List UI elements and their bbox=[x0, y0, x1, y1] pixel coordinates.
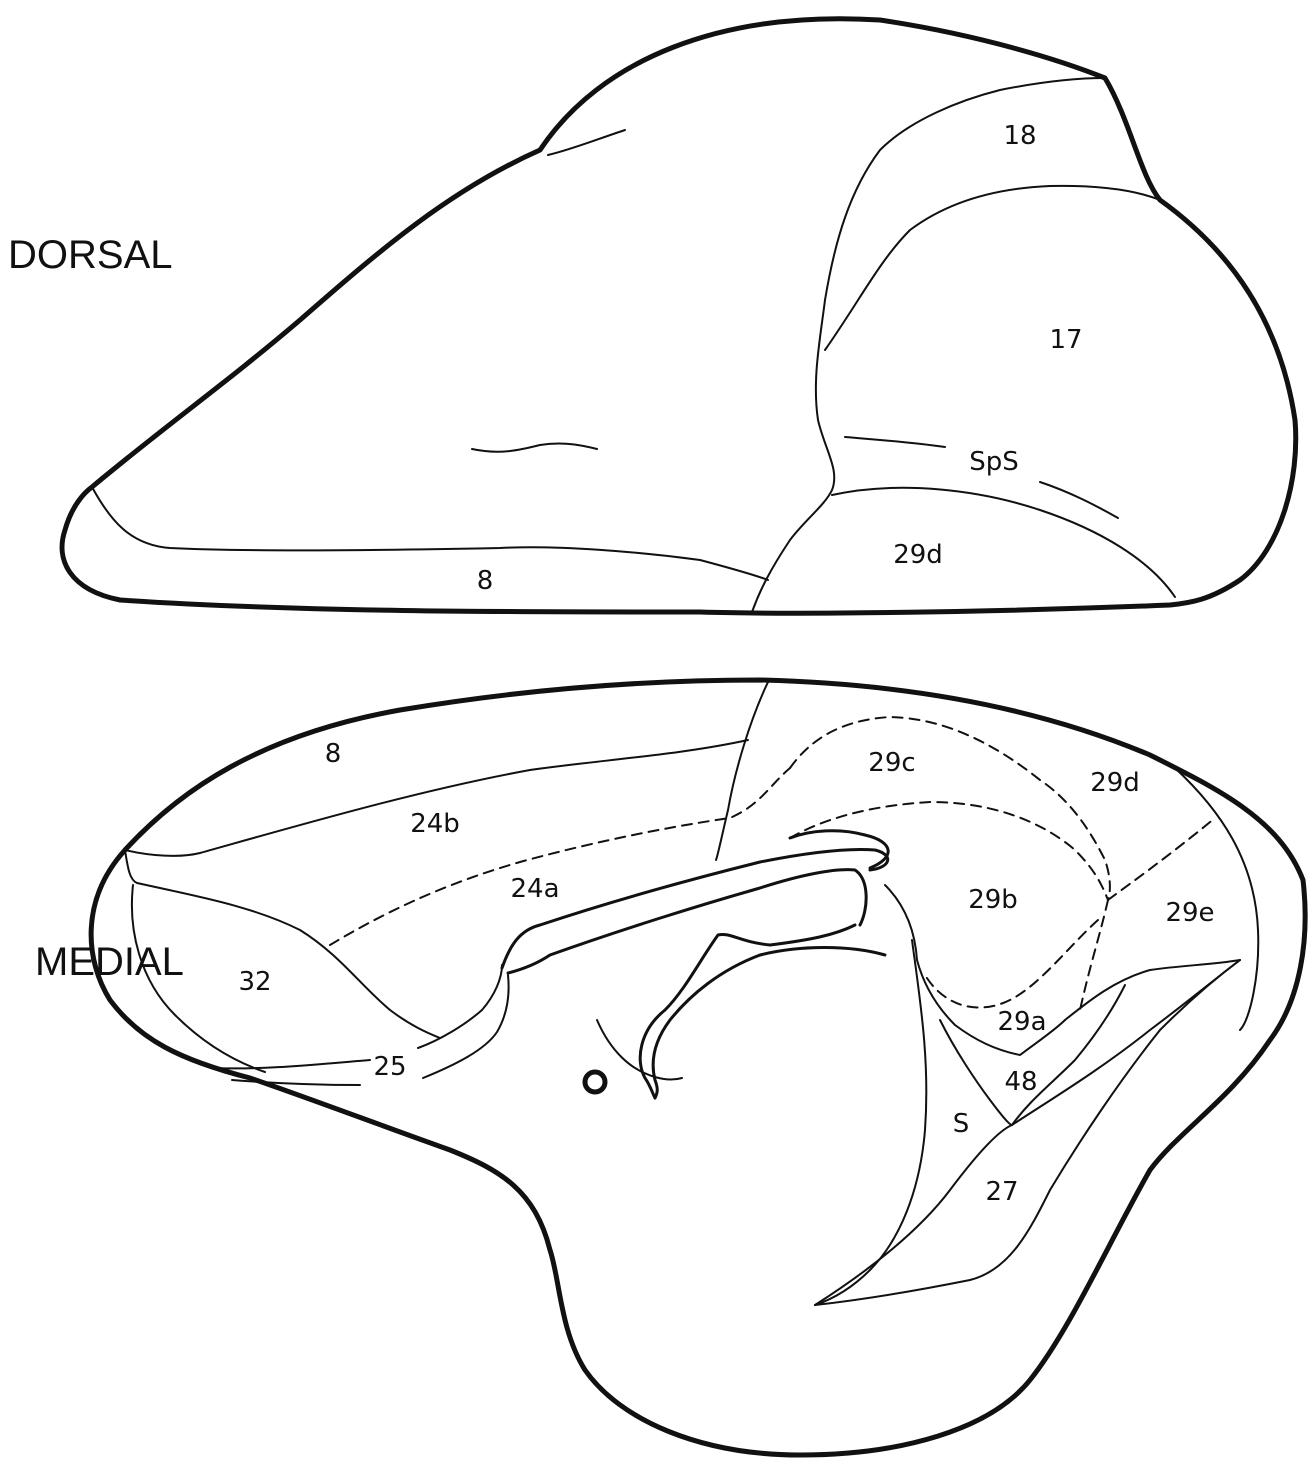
medial-29e-lower-border bbox=[1065, 960, 1240, 1020]
dorsal-outline bbox=[62, 19, 1296, 613]
medial-area-8-label: 8 bbox=[325, 739, 342, 769]
medial-view-label: MEDIAL bbox=[35, 940, 184, 984]
medial-area-25-label: 25 bbox=[373, 1052, 406, 1082]
dorsal-view-label: DORSAL bbox=[8, 233, 173, 277]
medial-area-24a-label: 24a bbox=[510, 874, 559, 904]
medial-area-24b-label: 24b bbox=[410, 809, 460, 839]
medial-posterior-border bbox=[716, 682, 768, 860]
medial-area-29d-label: 29d bbox=[1090, 768, 1140, 798]
dorsal-view bbox=[62, 19, 1296, 613]
dorsal-sulcus-mid bbox=[472, 444, 597, 452]
corpus-callosum-lower bbox=[508, 870, 866, 973]
fornix-outer bbox=[640, 925, 855, 1098]
medial-subiculum-border bbox=[815, 940, 926, 1305]
dorsal-sps-label: SpS bbox=[969, 447, 1019, 477]
medial-29e-dashed-border bbox=[1108, 818, 1215, 900]
medial-area-27-label: 27 bbox=[985, 1177, 1018, 1207]
fornix-inner bbox=[653, 948, 885, 1099]
medial-area-29e-label: 29e bbox=[1165, 898, 1214, 928]
dorsal-area18-border bbox=[825, 186, 1160, 350]
medial-area-32-label: 32 bbox=[238, 967, 271, 997]
medial-29a-dashed-border bbox=[925, 900, 1108, 1010]
dorsal-sulcus-upper bbox=[548, 130, 625, 155]
dorsal-area-29d-label: 29d bbox=[893, 540, 943, 570]
dorsal-sps-sulcus-left bbox=[845, 437, 945, 447]
medial-area-29b-label: 29b bbox=[968, 885, 1018, 915]
dorsal-area8-border bbox=[92, 487, 768, 580]
medial-area25-right-upper bbox=[418, 965, 502, 1048]
dorsal-area-18-label: 18 bbox=[1003, 121, 1036, 151]
medial-29c-dashed-border bbox=[790, 717, 1110, 900]
dorsal-area-17-label: 17 bbox=[1049, 325, 1082, 355]
medial-area-29c-label: 29c bbox=[868, 748, 915, 778]
medial-area-48-label: 48 bbox=[1004, 1067, 1037, 1097]
anterior-commissure-circle bbox=[585, 1072, 605, 1092]
medial-area25-lower bbox=[232, 1080, 360, 1085]
dorsal-sps-sulcus-right bbox=[1040, 482, 1118, 518]
medial-area-29a-label: 29a bbox=[997, 1007, 1046, 1037]
dorsal-area29d-border bbox=[832, 488, 1175, 597]
dorsal-area-8-label: 8 bbox=[477, 566, 494, 596]
medial-subiculum-label: S bbox=[953, 1109, 970, 1139]
